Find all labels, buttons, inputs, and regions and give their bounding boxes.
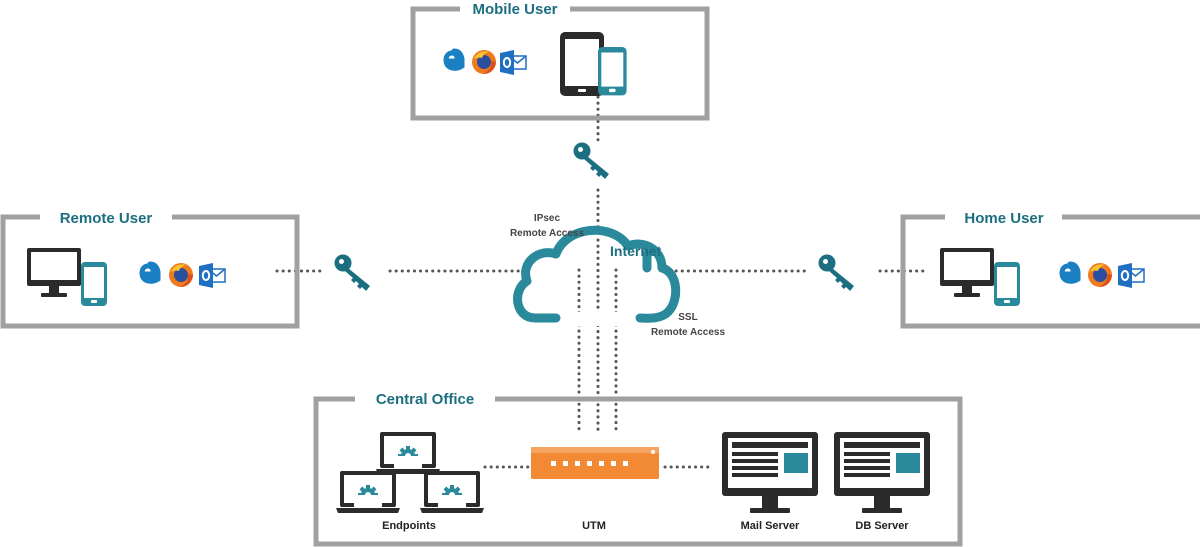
- central-office-title: Central Office: [376, 391, 474, 408]
- edge-icon: [1062, 264, 1078, 281]
- key-icon: [818, 254, 854, 291]
- key-icon: [573, 142, 609, 179]
- utm-label: UTM: [582, 520, 606, 532]
- central-office-box: Central Office Endpoints UTM Mail Server: [313, 391, 963, 547]
- outlook-icon: [198, 262, 226, 289]
- key-icon: [334, 254, 370, 291]
- utm-device-icon: [531, 447, 659, 479]
- firefox-icon: [169, 263, 193, 287]
- cloud-icon: [513, 225, 681, 326]
- laptop-icon: [420, 471, 484, 513]
- ipsec-remote-access-label: Remote Access: [510, 228, 585, 239]
- monitor-icon: [27, 248, 81, 297]
- server-icon: [834, 432, 930, 513]
- tablet-icon: [560, 32, 604, 96]
- edge-icon: [446, 51, 462, 68]
- firefox-icon: [472, 50, 496, 74]
- laptop-icon: [376, 432, 440, 474]
- outlook-icon: [499, 49, 527, 76]
- mobile-user-title: Mobile User: [472, 1, 557, 18]
- remote-user-box: Remote User: [0, 210, 300, 329]
- phone-icon: [81, 262, 107, 306]
- remote-user-title: Remote User: [60, 210, 153, 227]
- phone-icon: [598, 47, 627, 96]
- internet-label: Internet: [610, 243, 662, 259]
- home-user-box: Home User: [900, 210, 1200, 329]
- ipsec-label: IPsec: [534, 213, 561, 224]
- home-user-title: Home User: [964, 210, 1043, 227]
- ssl-remote-access-label: Remote Access: [651, 327, 726, 338]
- monitor-icon: [940, 248, 994, 297]
- endpoints-label: Endpoints: [382, 520, 436, 532]
- outlook-icon: [1117, 262, 1145, 289]
- ssl-label: SSL: [678, 312, 697, 323]
- server-icon: [722, 432, 818, 513]
- laptop-icon: [336, 471, 400, 513]
- mobile-user-box: Mobile User: [410, 1, 710, 121]
- phone-icon: [994, 262, 1020, 306]
- firefox-icon: [1088, 263, 1112, 287]
- mail-server-label: Mail Server: [741, 520, 800, 532]
- edge-icon: [142, 264, 158, 281]
- connection-lines: [275, 95, 927, 469]
- db-server-label: DB Server: [855, 520, 909, 532]
